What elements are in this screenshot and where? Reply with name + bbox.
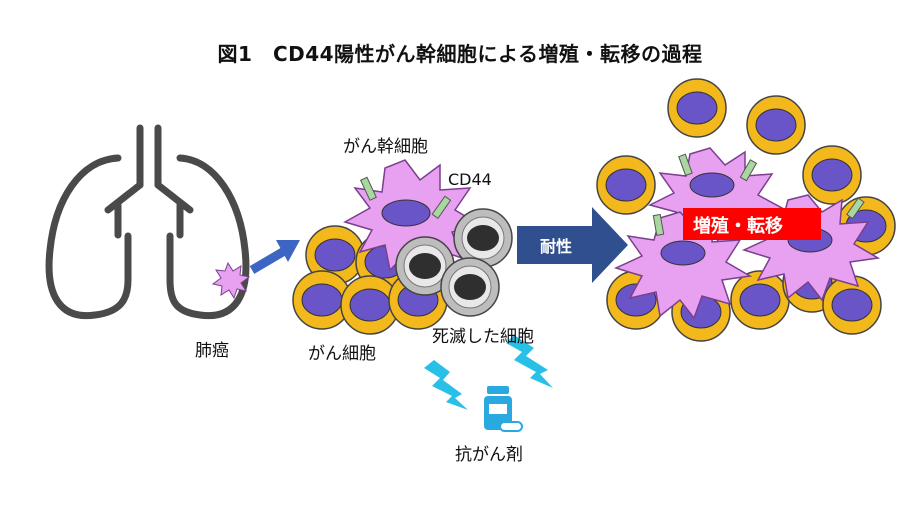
proliferation-metastasis-label: 増殖・転移 <box>693 216 783 237</box>
cancer-stem-cell <box>343 159 482 274</box>
lightning-right-icon <box>506 335 553 388</box>
resistance-label: 耐性 <box>540 237 573 256</box>
dead-cell-label: 死滅した細胞 <box>432 327 534 347</box>
lung-tumor <box>211 261 251 300</box>
cancer-stem-cell-label: がん幹細胞 <box>343 137 428 157</box>
lightning-left-icon <box>424 360 468 410</box>
metastasis-arrow <box>249 240 300 274</box>
proliferation-badge <box>683 208 821 240</box>
cancer-cell-label: がん細胞 <box>308 344 376 364</box>
cd44-label: CD44 <box>448 170 492 189</box>
anticancer-drug-label: 抗がん剤 <box>455 445 523 465</box>
drug-bottle-icon <box>484 386 523 432</box>
lung-illustration <box>45 124 250 320</box>
figure-title: 図1 CD44陽性がん幹細胞による増殖・転移の過程 <box>217 42 703 66</box>
lung-cancer-label: 肺癌 <box>195 341 229 361</box>
resistance-arrow <box>517 207 628 283</box>
